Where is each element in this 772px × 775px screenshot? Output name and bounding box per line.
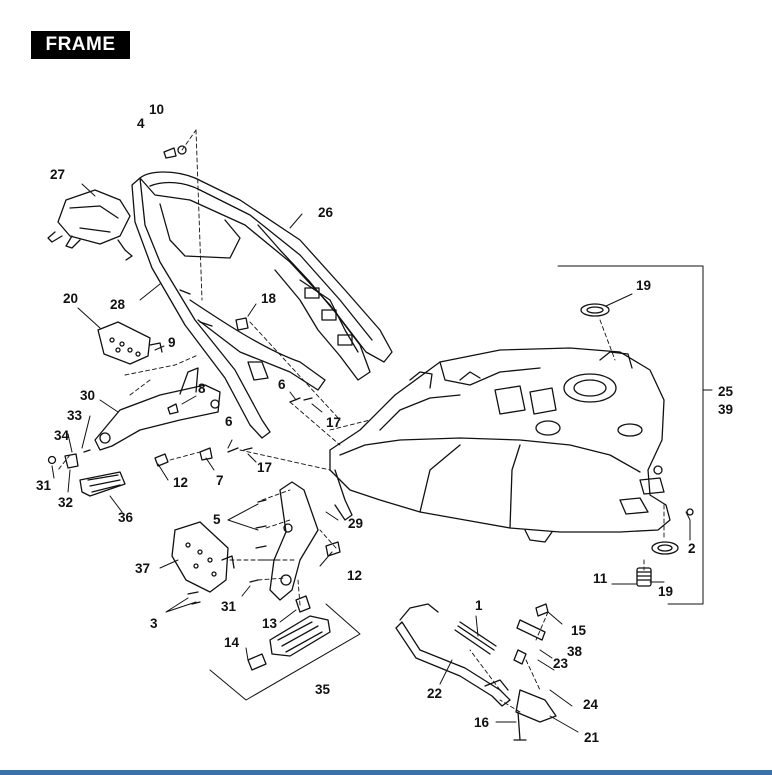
callout-leaders <box>51 183 713 733</box>
callout-numbers: 10 4 27 26 20 28 18 19 9 6 8 30 25 39 33… <box>36 102 734 745</box>
callout-12-right: 12 <box>347 568 362 583</box>
callout-23: 23 <box>553 656 569 671</box>
callout-22: 22 <box>427 686 442 701</box>
callout-28: 28 <box>110 297 126 312</box>
callout-18: 18 <box>261 291 277 306</box>
callout-14: 14 <box>224 635 240 650</box>
page-title: FRAME <box>45 34 116 55</box>
callout-26: 26 <box>318 205 334 220</box>
rider-footpeg-assembly <box>47 367 221 497</box>
title-banner: FRAME <box>31 31 130 59</box>
callout-13: 13 <box>262 616 278 631</box>
callout-25: 25 <box>718 384 734 399</box>
callout-29: 29 <box>348 516 363 531</box>
callout-21: 21 <box>584 730 600 745</box>
callout-6-upper: 6 <box>278 377 286 392</box>
callout-31-left: 31 <box>36 478 52 493</box>
tank-seals <box>580 303 694 587</box>
callout-5: 5 <box>213 512 221 527</box>
callout-30: 30 <box>80 388 95 403</box>
seat-bracket <box>47 189 133 261</box>
bottom-accent-bar <box>0 770 772 775</box>
callout-31-center: 31 <box>221 599 237 614</box>
callout-3: 3 <box>150 616 158 631</box>
leader-lines <box>57 129 665 713</box>
callout-7: 7 <box>216 473 224 488</box>
callout-16: 16 <box>474 715 490 730</box>
callout-36: 36 <box>118 510 134 525</box>
callout-10: 10 <box>149 102 164 117</box>
rear-subframe <box>131 171 393 439</box>
callout-9: 9 <box>168 335 176 350</box>
callout-17-lower: 17 <box>257 460 272 475</box>
callout-4: 4 <box>137 116 145 131</box>
callout-39: 39 <box>718 402 733 417</box>
callout-12-left: 12 <box>173 475 188 490</box>
callout-19-bottom: 19 <box>658 584 673 599</box>
callout-27: 27 <box>50 167 65 182</box>
callout-38: 38 <box>567 644 583 659</box>
side-stand <box>395 603 557 741</box>
callout-32: 32 <box>58 495 73 510</box>
callout-11: 11 <box>593 571 608 586</box>
main-frame <box>329 347 671 543</box>
callout-6-lower: 6 <box>225 414 233 429</box>
heel-guard-37 <box>171 521 235 593</box>
callout-33: 33 <box>67 408 83 423</box>
callout-2: 2 <box>688 541 696 556</box>
callout-35: 35 <box>315 682 331 697</box>
callout-34: 34 <box>54 428 70 443</box>
callout-24: 24 <box>583 697 599 712</box>
callout-15: 15 <box>571 623 587 638</box>
callout-17-upper: 17 <box>326 415 341 430</box>
callout-37: 37 <box>135 561 150 576</box>
heel-guard-20 <box>97 321 163 365</box>
passenger-footpeg-assembly <box>247 481 331 671</box>
callout-19-top: 19 <box>636 278 651 293</box>
callout-20: 20 <box>63 291 78 306</box>
callout-8: 8 <box>198 381 206 396</box>
callout-1: 1 <box>475 598 483 613</box>
